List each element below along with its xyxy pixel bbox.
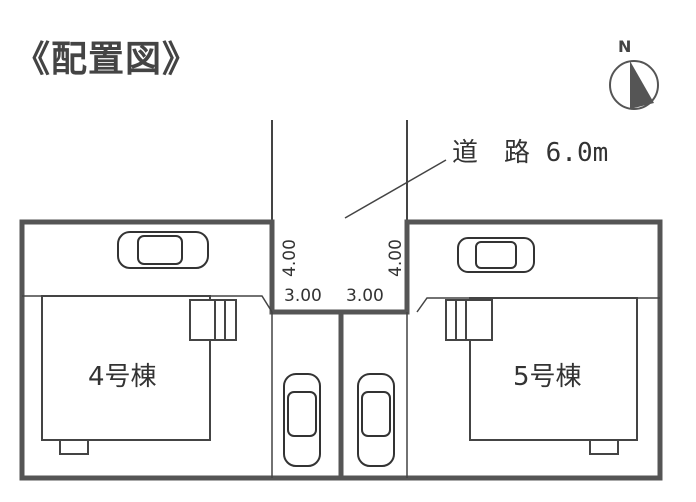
house-4-label: 4号棟 — [88, 362, 157, 392]
north-arrow-icon: N — [609, 37, 659, 110]
left-depth-dimension: 4.00 — [280, 239, 300, 277]
road-label: 道 路 6.0m — [452, 138, 609, 168]
house-5-label: 5号棟 — [513, 362, 582, 392]
road-edges — [271, 120, 408, 222]
house-5 — [445, 297, 638, 455]
car-icon — [117, 231, 209, 269]
car-icon — [283, 373, 321, 467]
north-label: N — [618, 37, 631, 56]
road-leader-line — [344, 159, 447, 219]
right-depth-dimension: 4.00 — [386, 239, 406, 277]
car-icon — [457, 237, 535, 273]
site-boundary — [19, 219, 663, 481]
right-width-dimension: 3.00 — [346, 286, 384, 306]
car-icon — [357, 373, 395, 467]
left-width-dimension: 3.00 — [284, 286, 322, 306]
house-4 — [41, 295, 237, 455]
page-title: 《配置図》 — [14, 39, 200, 80]
